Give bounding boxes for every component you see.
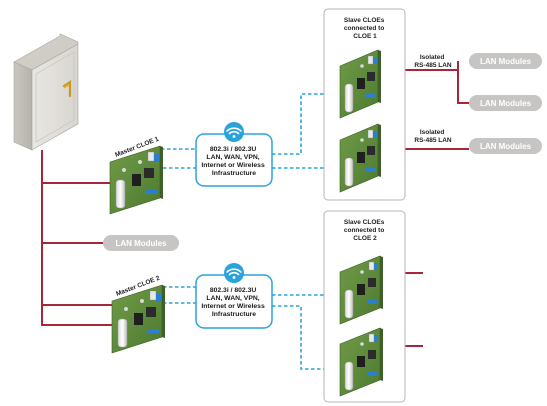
lan-modules-pill-top-1: LAN Modules	[469, 53, 542, 69]
wifi-icon	[224, 122, 244, 142]
slave-cloe-1b-board	[339, 123, 381, 193]
master-cloe-1-board	[109, 145, 163, 215]
isolated-rs485-label-2: Isolated RS-485 LAN	[414, 129, 452, 144]
network-box-1: 802.3i / 802.3U LAN, WAN, VPN, Internet …	[195, 122, 273, 187]
network-box-2: 802.3i / 802.3U LAN, WAN, VPN, Internet …	[195, 263, 273, 329]
svg-text:802.3i / 802.3U LAN, WAN: 802.3i / 802.3U LAN, WAN, VPN, Internet …	[201, 287, 266, 318]
lan-modules-pill-mid: LAN Modules	[469, 138, 542, 154]
slave-group-2-label: Slave CLOEs connected to CLOE 2	[344, 219, 386, 242]
slave-cloe-1a-board	[339, 49, 381, 119]
cabinet-icon	[13, 33, 79, 151]
lan-modules-pill-top-2: LAN Modules	[469, 95, 542, 111]
svg-text:802.3i / 802.3U LAN, WAN: 802.3i / 802.3U LAN, WAN, VPN, Internet …	[201, 146, 266, 177]
isolated-rs485-label-1: Isolated RS-485 LAN	[414, 54, 452, 69]
svg-text:LAN Modules: LAN Modules	[480, 142, 532, 151]
svg-text:LAN Modules: LAN Modules	[480, 99, 532, 108]
lan-modules-pill-left: LAN Modules	[103, 235, 179, 251]
master-cloe-2-board	[111, 284, 165, 354]
wifi-icon	[224, 263, 244, 283]
svg-text:LAN Modules: LAN Modules	[480, 57, 532, 66]
slave-group-1-label: Slave CLOEs connected to CLOE 1	[344, 17, 386, 40]
slave-cloe-2b-board	[339, 327, 383, 397]
slave-cloe-2a-board	[339, 255, 383, 325]
svg-text:LAN Modules: LAN Modules	[115, 239, 167, 248]
